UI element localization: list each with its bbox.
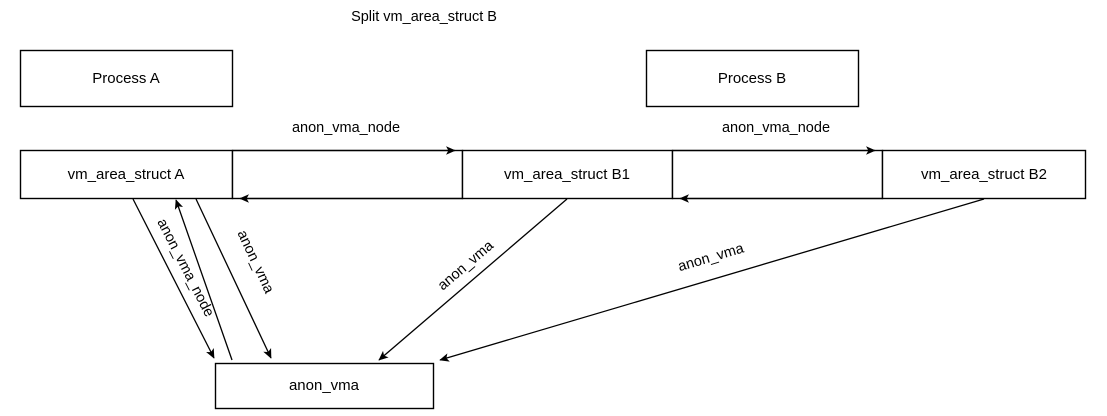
edge-label-anon-vma-diagonal-b2: anon_vma xyxy=(676,240,746,275)
connector-b1-b2 xyxy=(671,149,884,200)
vm-area-struct-b2-label: vm_area_struct B2 xyxy=(921,166,1047,183)
edge-label-anon-vma-node-left: anon_vma_node xyxy=(292,120,400,136)
edge-label-anon-vma-node-diagonal: anon_vma_node xyxy=(153,216,216,320)
edge-anonvma-to-vm-area-struct-a xyxy=(174,199,233,361)
anon-vma-box[interactable] xyxy=(214,362,435,410)
edge-anon-vma-b2-to-anonvma xyxy=(439,198,985,362)
vm-area-struct-b2-box[interactable] xyxy=(881,149,1087,200)
edge-anon-vma-b1-to-anonvma xyxy=(378,198,568,361)
edge-anon-vma-a-to-anonvma xyxy=(195,198,272,359)
vm-area-struct-a-box[interactable] xyxy=(19,149,234,200)
process-b-label: Process B xyxy=(718,70,786,87)
edge-label-anon-vma-diagonal-a: anon_vma xyxy=(234,228,278,297)
process-b-box[interactable] xyxy=(645,49,860,108)
anon-vma-label: anon_vma xyxy=(289,377,360,394)
diagram-title: Split vm_area_struct B xyxy=(351,9,497,25)
vm-area-struct-b1-label: vm_area_struct B1 xyxy=(504,166,630,183)
edge-label-anon-vma-node-right: anon_vma_node xyxy=(722,120,830,136)
process-a-box[interactable] xyxy=(19,49,234,108)
vm-area-struct-a-label: vm_area_struct A xyxy=(68,166,185,183)
process-a-label: Process A xyxy=(92,70,160,87)
edge-anon-vma-node-a-to-anonvma xyxy=(132,198,215,359)
connector-a-b1 xyxy=(231,149,464,200)
